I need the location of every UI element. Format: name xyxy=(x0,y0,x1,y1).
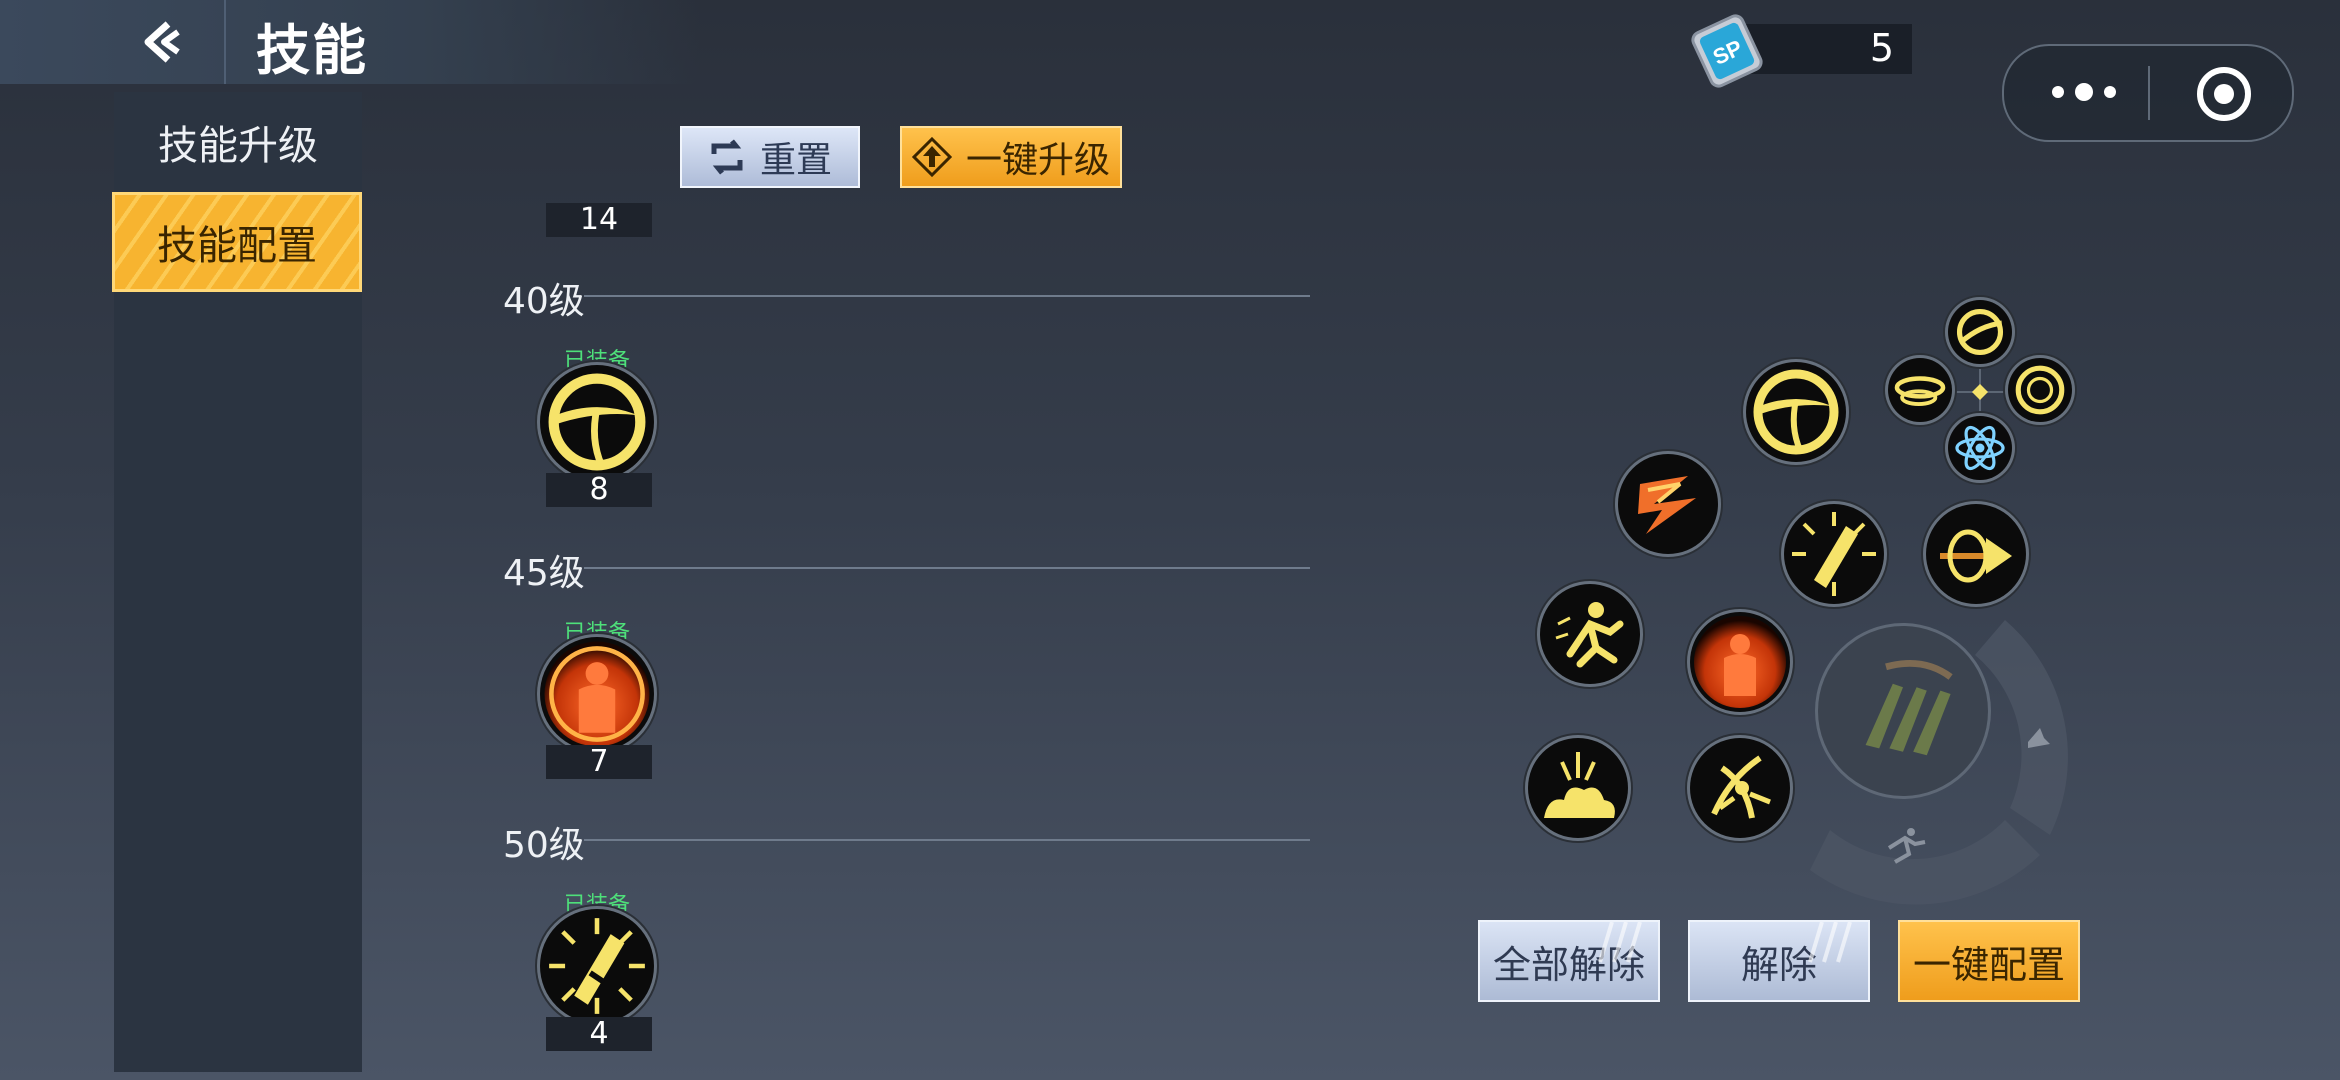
skill-slot-40[interactable] xyxy=(540,365,654,479)
crescent-moon-icon xyxy=(2015,365,2065,415)
unequip-button[interactable]: 解除 xyxy=(1688,920,1870,1002)
skill-count-50: 4 xyxy=(546,1017,652,1051)
header-bar xyxy=(0,0,700,84)
cluster-skill-right[interactable] xyxy=(2008,358,2072,422)
wheel-skill-sword-burst[interactable] xyxy=(1784,504,1884,604)
dash-foot-icon xyxy=(2028,728,2050,748)
wheel-skill-ground-slam[interactable] xyxy=(1528,738,1628,838)
skill-slot-45[interactable] xyxy=(540,637,654,751)
close-button[interactable] xyxy=(2194,64,2254,124)
fire-body-icon xyxy=(1694,616,1786,708)
claw-attack-icon xyxy=(1865,660,1953,756)
wheel-skill-crescent[interactable] xyxy=(1746,362,1846,462)
whirl-kick-icon xyxy=(1711,755,1771,819)
skill-count-45: 7 xyxy=(546,745,652,779)
wheel-skill-whirl[interactable] xyxy=(1690,738,1790,838)
unequip-all-button[interactable]: 全部解除 xyxy=(1478,920,1660,1002)
sidebar: 技能升级 技能配置 xyxy=(112,92,362,1072)
level-divider xyxy=(584,295,1310,297)
auto-config-label: 一键配置 xyxy=(1912,942,2065,987)
level-divider xyxy=(584,567,1310,569)
reset-button[interactable]: 重置 xyxy=(680,126,860,188)
level-label-40: 40级 xyxy=(503,281,585,322)
cluster-skill-top[interactable] xyxy=(1948,300,2012,364)
charging-fighter-icon xyxy=(1555,602,1624,668)
mini-program-capsule xyxy=(2002,44,2294,142)
cluster-skill-bottom[interactable] xyxy=(1948,416,2012,480)
upgrade-arrow-icon xyxy=(911,137,952,177)
unequip-label: 解除 xyxy=(1740,942,1817,987)
diamond-icon xyxy=(1972,384,1988,400)
top-skill-count: 14 xyxy=(546,203,652,237)
sword-burst-icon xyxy=(549,918,645,1014)
wheel-skill-lightning[interactable] xyxy=(1618,454,1718,554)
skill-wheel-ring xyxy=(1810,620,2068,905)
level-label-45: 45级 xyxy=(503,553,585,594)
header-divider xyxy=(224,0,226,84)
level-divider xyxy=(584,839,1310,841)
target-icon xyxy=(2197,67,2251,121)
skill-slot-50[interactable] xyxy=(540,909,654,1023)
claw-scratch-icon xyxy=(1598,922,1642,963)
more-button[interactable] xyxy=(2034,64,2134,120)
upgrade-all-button[interactable]: 一键升级 xyxy=(900,126,1122,188)
crescent-slash-icon xyxy=(1753,369,1839,455)
skill-count-40: 8 xyxy=(546,473,652,507)
back-arrow-icon xyxy=(144,21,180,63)
spiral-dash-icon xyxy=(1940,529,2012,583)
upgrade-all-label: 一键升级 xyxy=(965,140,1110,181)
refresh-icon xyxy=(708,138,746,176)
running-icon xyxy=(1887,828,1926,864)
spin-slash-icon xyxy=(1956,308,2004,356)
wheel-skill-spiral-dash[interactable] xyxy=(1926,504,2026,604)
sidebar-item-skill-config[interactable]: 技能配置 xyxy=(112,192,362,292)
basic-attack-button[interactable] xyxy=(1818,626,1988,796)
sword-burst-icon xyxy=(1792,512,1876,596)
reset-label: 重置 xyxy=(759,140,832,181)
back-button[interactable] xyxy=(132,14,192,70)
fire-body-icon xyxy=(544,641,650,747)
sp-card-icon: SP xyxy=(1682,8,1772,94)
wheel-skill-fire-body[interactable] xyxy=(1690,612,1790,712)
claw-scratch-icon xyxy=(1808,922,1852,963)
more-dots-icon xyxy=(2052,83,2116,101)
wheel-skill-charge[interactable] xyxy=(1540,584,1640,684)
cluster-skill-left[interactable] xyxy=(1888,358,1952,422)
sidebar-item-skill-upgrade[interactable]: 技能升级 xyxy=(158,123,318,169)
capsule-divider xyxy=(2148,66,2150,120)
cyclone-icon xyxy=(1894,376,1946,406)
ground-slam-icon xyxy=(1544,752,1615,818)
atom-icon xyxy=(1955,425,2005,471)
level-label-50: 50级 xyxy=(503,825,585,866)
crescent-slash-icon xyxy=(548,373,646,471)
lightning-zigzag-icon xyxy=(1638,476,1696,534)
sp-value: 5 xyxy=(1869,26,1894,70)
auto-config-button[interactable]: 一键配置 xyxy=(1898,920,2080,1002)
page-title: 技能 xyxy=(256,19,368,82)
